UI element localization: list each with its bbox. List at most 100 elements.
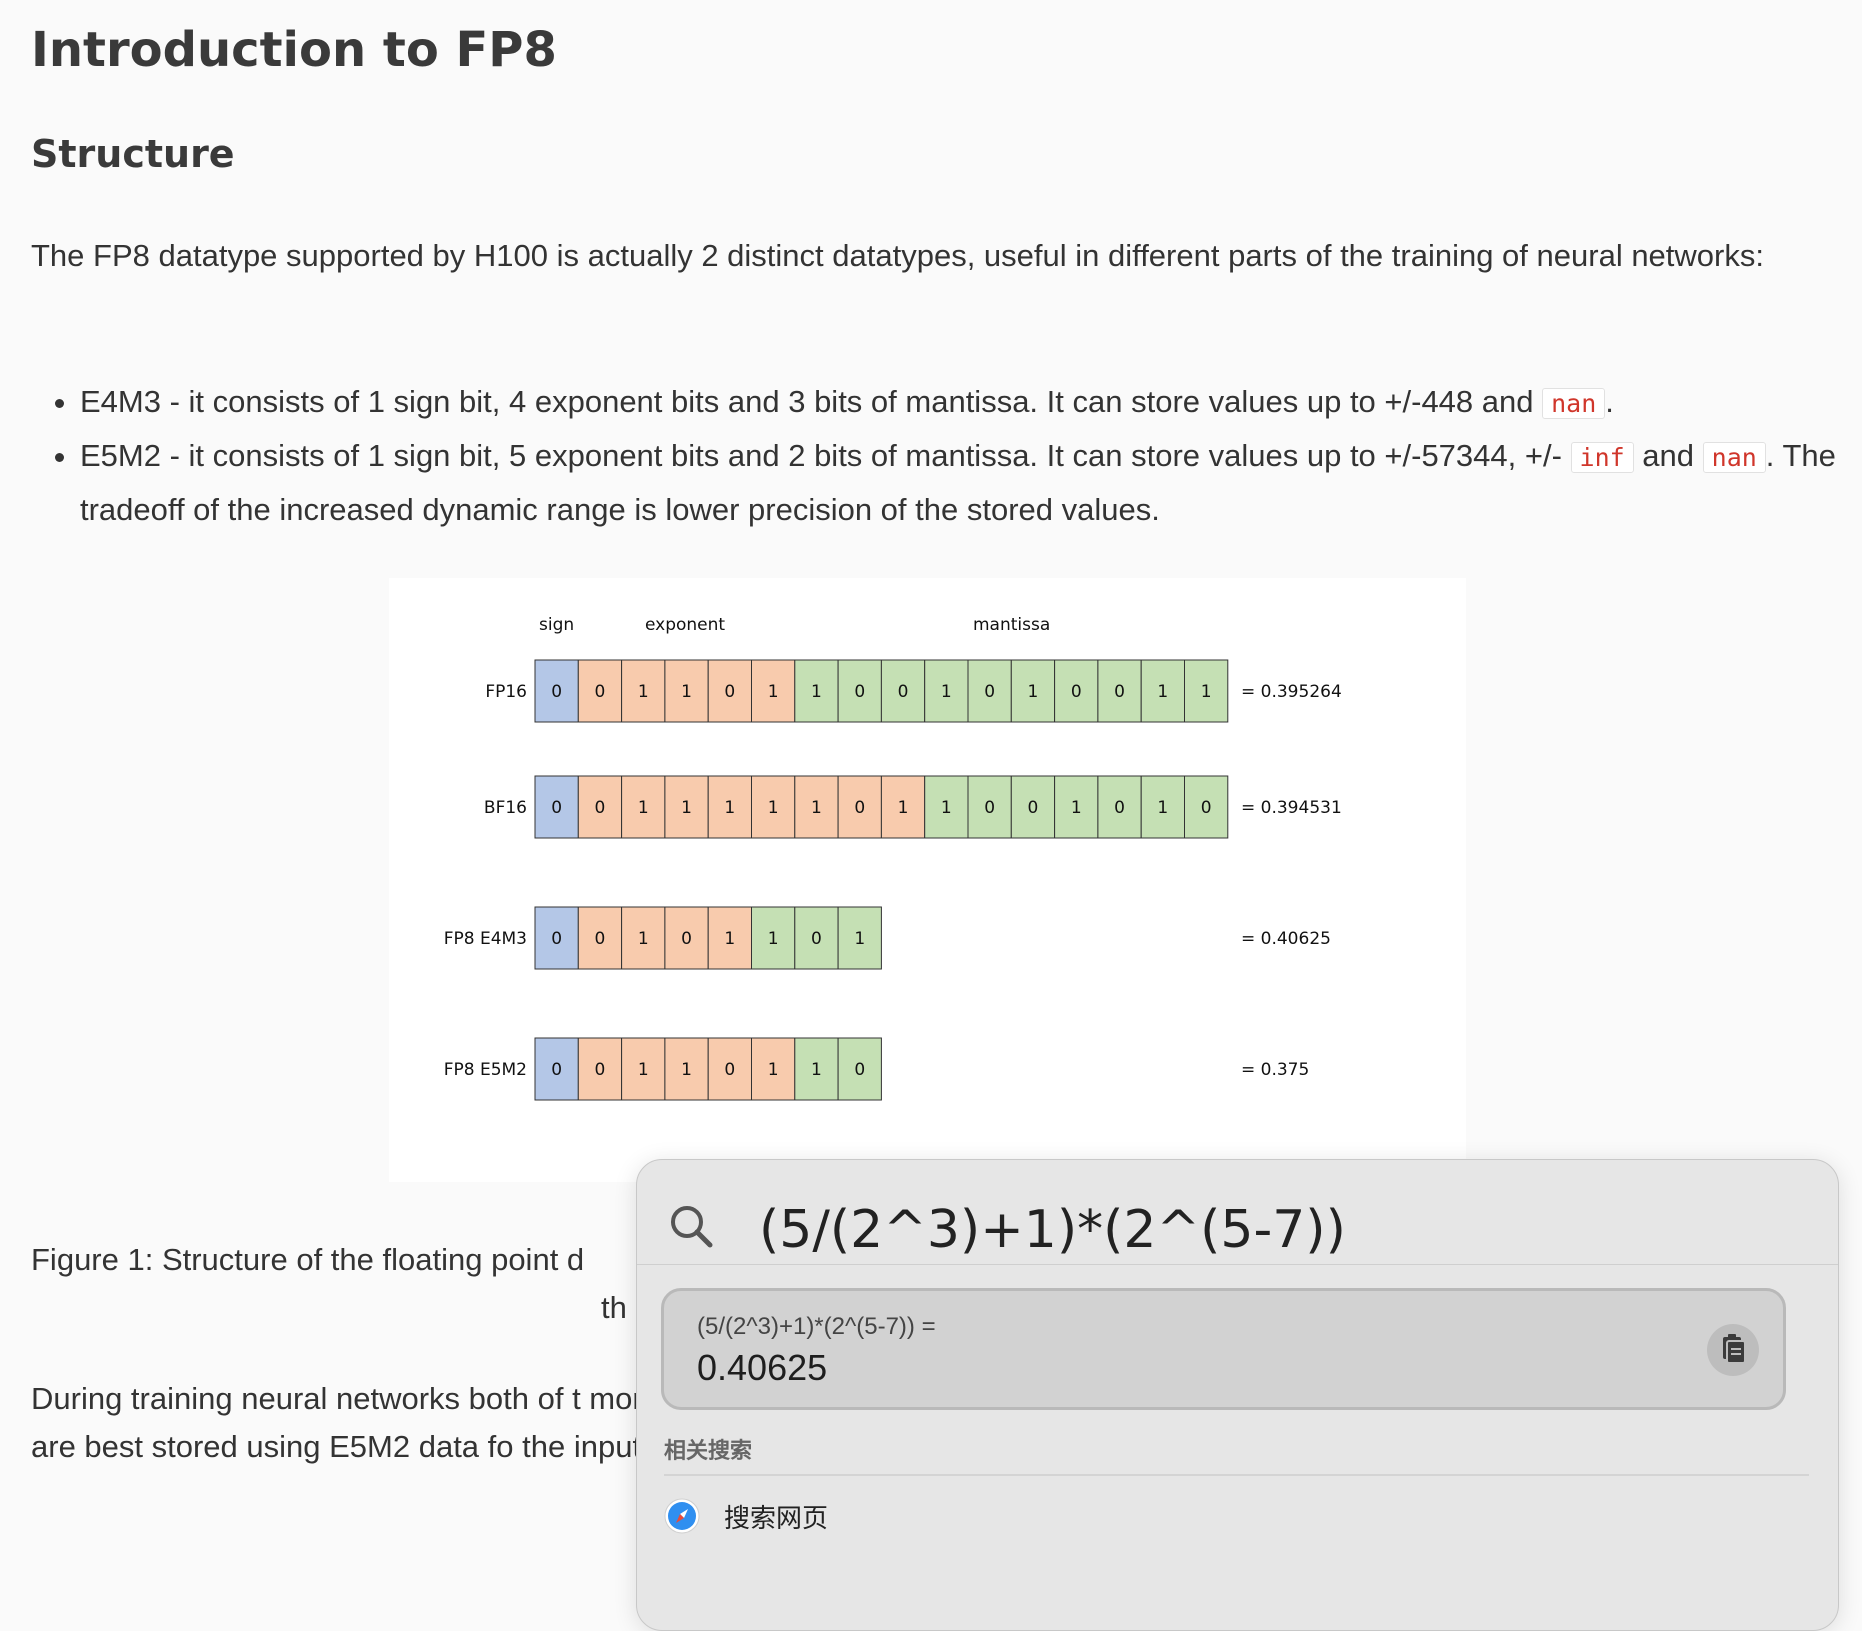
bit-cell bbox=[534, 1037, 579, 1101]
bit-cell bbox=[794, 1037, 839, 1101]
section-heading: Structure bbox=[31, 132, 235, 176]
row-value: = 0.395264 bbox=[1241, 682, 1342, 702]
bit-cell bbox=[664, 775, 709, 839]
bit-value: 1 bbox=[638, 929, 649, 949]
bit-value: 0 bbox=[551, 1060, 562, 1080]
bit-cell bbox=[664, 1037, 709, 1101]
bit-value: 1 bbox=[1201, 682, 1212, 702]
result-value: 0.40625 bbox=[697, 1347, 828, 1388]
page-title: Introduction to FP8 bbox=[31, 22, 557, 78]
bit-cell bbox=[664, 906, 709, 970]
calculator-result[interactable]: (5/(2^3)+1)*(2^(5-7)) = 0.40625 bbox=[661, 1288, 1786, 1410]
inline-code: nan bbox=[1702, 442, 1766, 473]
bit-value: 0 bbox=[595, 682, 606, 702]
bit-cell bbox=[794, 906, 839, 970]
row-value: = 0.394531 bbox=[1241, 798, 1342, 818]
bit-cell bbox=[924, 659, 969, 723]
divider bbox=[664, 1474, 1809, 1476]
result-expression: (5/(2^3)+1)*(2^(5-7)) = bbox=[697, 1313, 936, 1340]
search-input[interactable]: (5/(2^3)+1)*(2^(5-7)) bbox=[759, 1200, 1346, 1260]
inline-code: nan bbox=[1542, 388, 1606, 419]
bit-value: 0 bbox=[1071, 682, 1082, 702]
bit-value: 0 bbox=[1114, 798, 1125, 818]
bit-value: 0 bbox=[1201, 798, 1212, 818]
list-item: E4M3 - it consists of 1 sign bit, 4 expo… bbox=[80, 376, 1862, 430]
bit-value: 1 bbox=[724, 798, 735, 818]
bit-cell bbox=[621, 1037, 666, 1101]
bit-cell bbox=[751, 906, 796, 970]
copy-button[interactable] bbox=[1707, 1324, 1759, 1376]
datatype-list: E4M3 - it consists of 1 sign bit, 4 expo… bbox=[31, 376, 1862, 536]
bit-value: 1 bbox=[811, 798, 822, 818]
bit-cell bbox=[577, 775, 623, 839]
bit-value: 1 bbox=[1071, 798, 1082, 818]
copy-icon bbox=[1723, 1334, 1746, 1364]
bit-value: 1 bbox=[768, 929, 779, 949]
bit-cell bbox=[1140, 659, 1186, 723]
bit-value: 0 bbox=[595, 798, 606, 818]
bit-value: 1 bbox=[768, 682, 779, 702]
bit-cell bbox=[534, 775, 579, 839]
bit-value: 1 bbox=[941, 682, 952, 702]
bit-value: 1 bbox=[898, 798, 909, 818]
bit-value: 0 bbox=[595, 1060, 606, 1080]
row-value: = 0.375 bbox=[1241, 1060, 1309, 1080]
bit-cell bbox=[534, 659, 579, 723]
bit-value: 1 bbox=[811, 682, 822, 702]
bit-value: 0 bbox=[724, 682, 735, 702]
bit-cell bbox=[1184, 775, 1229, 839]
figure-caption: Figure 1: Structure of the floating poin… bbox=[31, 1236, 1831, 1332]
bit-cell bbox=[1054, 659, 1099, 723]
bit-cell bbox=[967, 659, 1012, 723]
bit-cell bbox=[751, 775, 796, 839]
bit-value: 1 bbox=[681, 1060, 692, 1080]
bit-cell bbox=[1010, 775, 1056, 839]
bit-cell bbox=[751, 659, 796, 723]
list-item: E5M2 - it consists of 1 sign bit, 5 expo… bbox=[80, 430, 1862, 536]
bit-cell bbox=[1097, 659, 1142, 723]
bit-cell bbox=[837, 1037, 882, 1101]
bit-cell bbox=[880, 659, 926, 723]
bit-cell bbox=[534, 906, 579, 970]
bit-value: 1 bbox=[941, 798, 952, 818]
bit-value: 0 bbox=[854, 1060, 865, 1080]
bit-value: 0 bbox=[811, 929, 822, 949]
bit-value: 0 bbox=[551, 929, 562, 949]
bit-value: 1 bbox=[638, 1060, 649, 1080]
bit-cell bbox=[621, 775, 666, 839]
search-icon bbox=[671, 1206, 713, 1248]
caption-line: th bbox=[601, 1290, 627, 1325]
bit-cell bbox=[707, 659, 753, 723]
list-item-text: E5M2 - it consists of 1 sign bit, 5 expo… bbox=[80, 438, 1571, 473]
bit-value: 0 bbox=[984, 682, 995, 702]
bit-value: 1 bbox=[854, 929, 865, 949]
bit-value: 1 bbox=[1028, 682, 1039, 702]
bit-cell bbox=[837, 659, 882, 723]
inline-code: inf bbox=[1570, 442, 1634, 473]
search-web-label: 搜索网页 bbox=[724, 1504, 829, 1534]
list-item-text: E4M3 - it consists of 1 sign bit, 4 expo… bbox=[80, 384, 1543, 419]
section-title: 相关搜索 bbox=[664, 1438, 753, 1463]
bit-value: 1 bbox=[724, 929, 735, 949]
bit-cell bbox=[837, 906, 882, 970]
bit-value: 0 bbox=[898, 682, 909, 702]
search-web-item[interactable]: 搜索网页 bbox=[664, 1488, 1264, 1544]
bit-value: 1 bbox=[681, 798, 692, 818]
safari-icon bbox=[664, 1498, 700, 1534]
intro-paragraph: The FP8 datatype supported by H100 is ac… bbox=[31, 238, 1764, 273]
list-item-text: and bbox=[1633, 438, 1703, 473]
bit-cell bbox=[621, 906, 666, 970]
bit-value: 1 bbox=[811, 1060, 822, 1080]
spotlight-search-bar[interactable]: (5/(2^3)+1)*(2^(5-7)) bbox=[669, 1188, 1809, 1260]
bit-value: 1 bbox=[1157, 682, 1168, 702]
divider bbox=[637, 1264, 1838, 1265]
bit-cell bbox=[1184, 659, 1229, 723]
row-label: FP8 E4M3 bbox=[444, 929, 527, 949]
bit-value: 1 bbox=[768, 798, 779, 818]
bit-cell bbox=[1097, 775, 1142, 839]
bit-value: 1 bbox=[638, 682, 649, 702]
exponent-header: exponent bbox=[645, 615, 725, 635]
bit-cell bbox=[837, 775, 882, 839]
bit-value: 0 bbox=[724, 1060, 735, 1080]
